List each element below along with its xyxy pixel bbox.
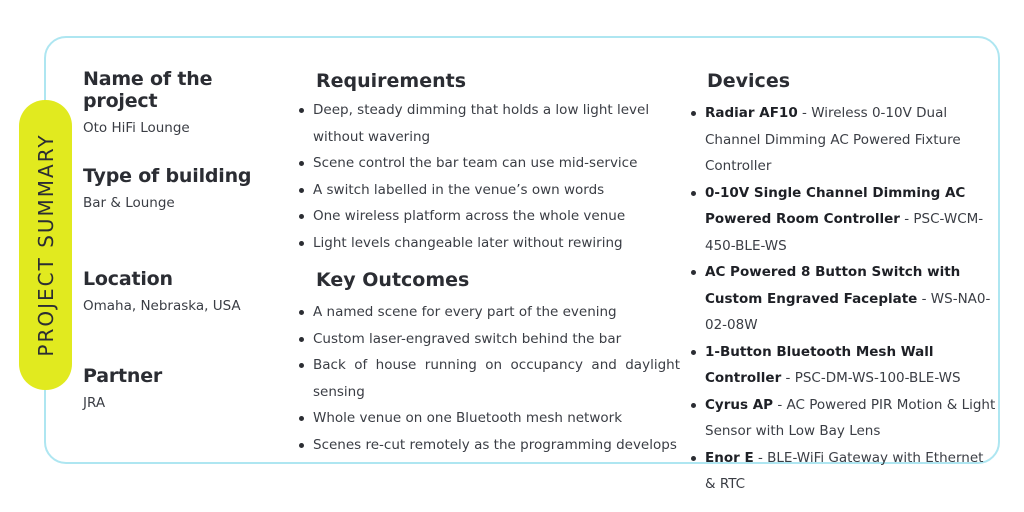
device-name: Enor E [705, 449, 754, 466]
project-name-block: Name of the project Oto HiFi Lounge [83, 68, 283, 136]
list-item: Whole venue on one Bluetooth mesh networ… [298, 405, 680, 432]
location-value: Omaha, Nebraska, USA [83, 298, 241, 314]
device-name: 1-Button Bluetooth Mesh Wall Controller [705, 343, 934, 387]
list-item: 1-Button Bluetooth Mesh Wall Controller … [690, 339, 998, 392]
list-item: Back of house running on occupancy and d… [298, 352, 680, 405]
device-description: - PSC-WCM-450-BLE-WS [705, 211, 984, 254]
building-type-value: Bar & Lounge [83, 195, 175, 211]
project-summary-label: PROJECT SUMMARY [33, 133, 58, 357]
partner-block: Partner JRA [83, 365, 162, 411]
project-summary-tab: PROJECT SUMMARY [19, 100, 72, 390]
device-description: - WS-NA0-02-08W [705, 290, 991, 334]
list-item: A switch labelled in the venue’s own wor… [298, 177, 678, 204]
device-description: - AC Powered PIR Motion & Light Sensor w… [705, 396, 996, 440]
location-heading: Location [83, 268, 173, 290]
building-type-heading: Type of building [83, 165, 252, 187]
devices-heading: Devices [707, 70, 791, 92]
devices-list: Radiar AF10 - Wireless 0-10V Dual Channe… [690, 100, 998, 498]
location-block: Location Omaha, Nebraska, USA [83, 268, 241, 314]
list-item: One wireless platform across the whole v… [298, 203, 678, 230]
list-item: A named scene for every part of the even… [298, 299, 680, 326]
device-description: - BLE-WiFi Gateway with Ethernet & RTC [705, 449, 984, 493]
partner-heading: Partner [83, 365, 163, 387]
list-item: Radiar AF10 - Wireless 0-10V Dual Channe… [690, 100, 998, 180]
list-item: Scene control the bar team can use mid-s… [298, 150, 678, 177]
partner-value: JRA [83, 395, 106, 411]
device-name: Radiar AF10 [705, 105, 798, 121]
project-name-heading: Name of the project [83, 68, 213, 112]
list-item: Cyrus AP - AC Powered PIR Motion & Light… [690, 392, 998, 445]
list-item: Light levels changeable later without re… [298, 230, 678, 257]
list-item: AC Powered 8 Button Switch with Custom E… [690, 259, 998, 339]
requirements-list: Deep, steady dimming that holds a low li… [298, 97, 678, 256]
list-item: Deep, steady dimming that holds a low li… [298, 97, 678, 150]
building-type-block: Type of building Bar & Lounge [83, 165, 252, 211]
device-name: AC Powered 8 Button Switch with Custom E… [705, 264, 961, 307]
list-item: 0-10V Single Channel Dimming AC Powered … [690, 180, 998, 260]
device-description: - Wireless 0-10V Dual Channel Dimming AC… [705, 105, 961, 174]
list-item: Enor E - BLE-WiFi Gateway with Ethernet … [690, 445, 998, 498]
list-item: Scenes re-cut remotely as the programmin… [298, 432, 680, 459]
list-item: Custom laser-engraved switch behind the … [298, 326, 680, 353]
requirements-heading: Requirements [316, 70, 467, 92]
project-name-value: Oto HiFi Lounge [83, 120, 190, 136]
device-name: Cyrus AP [705, 396, 774, 413]
outcomes-heading: Key Outcomes [316, 269, 470, 291]
outcomes-list: A named scene for every part of the even… [298, 299, 680, 458]
device-description: - PSC-DM-WS-100-BLE-WS [781, 370, 961, 386]
device-name: 0-10V Single Channel Dimming AC Powered … [705, 184, 966, 228]
